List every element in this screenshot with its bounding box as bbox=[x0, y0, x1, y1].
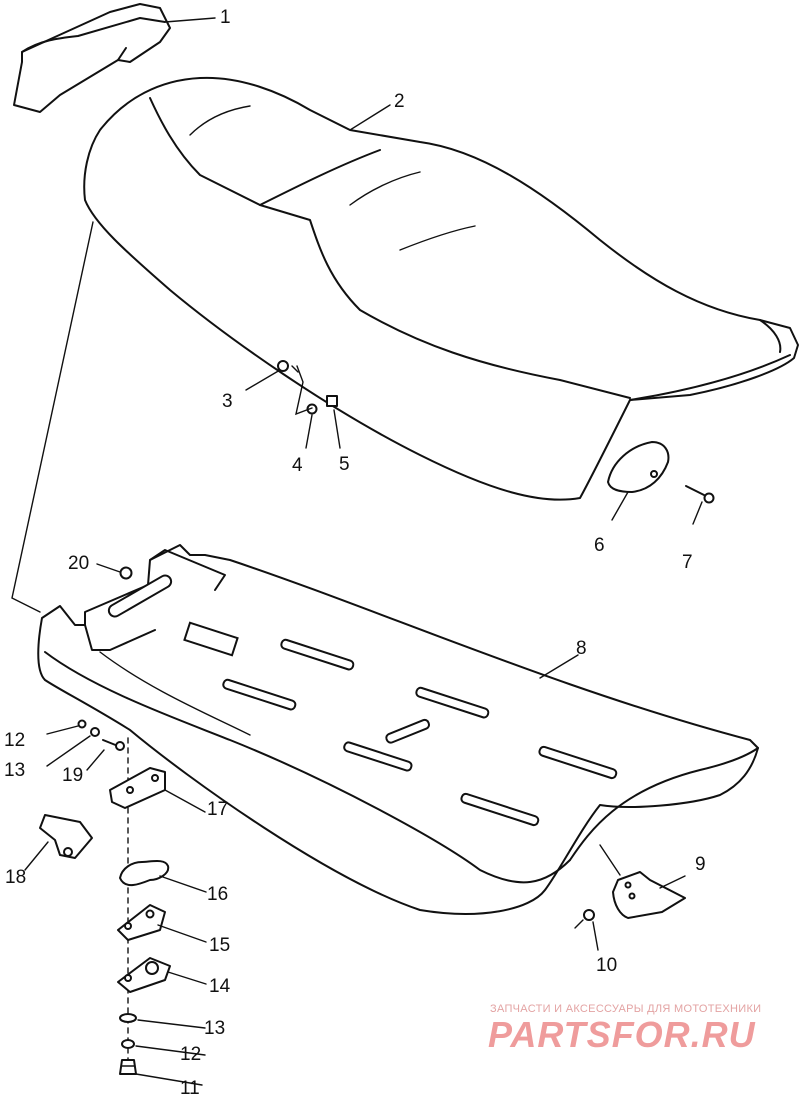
watermark-brand: PARTSFOR.RU bbox=[488, 1014, 756, 1055]
leader-1 bbox=[164, 17, 216, 23]
leader-2 bbox=[349, 104, 391, 131]
callout-12-top: 12 bbox=[4, 730, 26, 751]
part-17-plate bbox=[109, 767, 206, 813]
callout-3: 3 bbox=[222, 391, 233, 412]
part-11-bolt bbox=[119, 1059, 203, 1086]
part-13-washer-bottom bbox=[119, 1013, 206, 1029]
callout-8: 8 bbox=[576, 638, 587, 659]
callout-5: 5 bbox=[339, 454, 350, 475]
leader-3-4-5 bbox=[295, 365, 313, 416]
callout-11: 11 bbox=[180, 1078, 200, 1096]
part-6-bracket bbox=[607, 441, 670, 521]
part-14-plate bbox=[117, 957, 207, 993]
callout-18: 18 bbox=[5, 867, 27, 888]
part-7-bolt bbox=[685, 485, 715, 525]
callout-20: 20 bbox=[68, 553, 90, 574]
part-5-screw bbox=[326, 395, 341, 449]
part-16-gasket bbox=[119, 860, 207, 893]
assembly-line bbox=[11, 221, 94, 613]
callout-12-bottom: 12 bbox=[180, 1044, 202, 1065]
callout-14: 14 bbox=[209, 976, 231, 997]
part-12-washer-bottom bbox=[121, 1039, 206, 1056]
assembly-line-small bbox=[291, 365, 299, 373]
part-19-bolt bbox=[86, 739, 125, 771]
part-2-seat bbox=[83, 76, 799, 501]
part-13-washer-top bbox=[46, 727, 100, 767]
part-1-seat-cap bbox=[13, 3, 171, 113]
callout-17: 17 bbox=[207, 799, 229, 820]
part-18-clip bbox=[24, 814, 93, 871]
callout-7: 7 bbox=[682, 552, 693, 573]
part-10-screw bbox=[574, 909, 599, 951]
callout-2: 2 bbox=[394, 91, 405, 112]
part-3-nut bbox=[245, 360, 289, 391]
callout-9: 9 bbox=[695, 854, 706, 875]
part-9-bracket bbox=[599, 844, 686, 919]
callout-13-top: 13 bbox=[4, 760, 26, 781]
callout-19: 19 bbox=[62, 765, 84, 786]
part-12-washer-top bbox=[46, 719, 87, 735]
callout-1: 1 bbox=[220, 7, 231, 28]
callout-10: 10 bbox=[596, 955, 618, 976]
callout-16: 16 bbox=[207, 884, 229, 905]
part-20-grommet bbox=[96, 563, 133, 580]
callout-4: 4 bbox=[292, 455, 303, 476]
part-15-plate bbox=[117, 904, 207, 943]
callout-13-bottom: 13 bbox=[204, 1018, 226, 1039]
part-4-washer bbox=[305, 403, 318, 449]
callout-15: 15 bbox=[209, 935, 231, 956]
watermark-tagline: ЗАПЧАСТИ И АКСЕССУАРЫ ДЛЯ МОТОТЕХНИКИ bbox=[490, 1003, 762, 1015]
callout-6: 6 bbox=[594, 535, 605, 556]
part-8-seat-pan bbox=[37, 544, 759, 915]
